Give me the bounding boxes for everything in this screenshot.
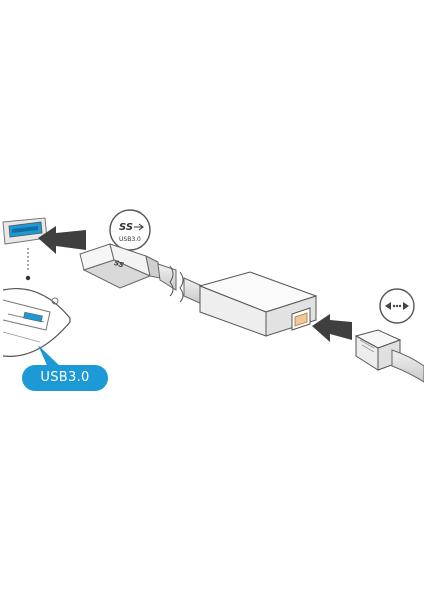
rj45-plug (354, 329, 424, 383)
insert-arrow-icon (312, 314, 352, 342)
ethernet-network-icon (379, 288, 415, 324)
insert-arrow-icon (38, 226, 86, 254)
svg-text:SS: SS (119, 222, 133, 233)
cable-break-mark (169, 265, 184, 303)
ethernet-adapter (198, 271, 318, 337)
svg-text:SS: SS (113, 259, 125, 270)
svg-text:USB3.0: USB3.0 (119, 236, 141, 243)
cable-segment-right (183, 277, 203, 305)
cable-segment-left (157, 263, 177, 291)
laptop-usb-port (2, 217, 48, 281)
usb3-callout-badge: USB3.0 (22, 365, 108, 391)
laptop-side-zoom (2, 288, 71, 357)
usb-plug: SS (79, 243, 161, 289)
usb-superspeed-icon: SS USB3.0 (109, 209, 151, 251)
